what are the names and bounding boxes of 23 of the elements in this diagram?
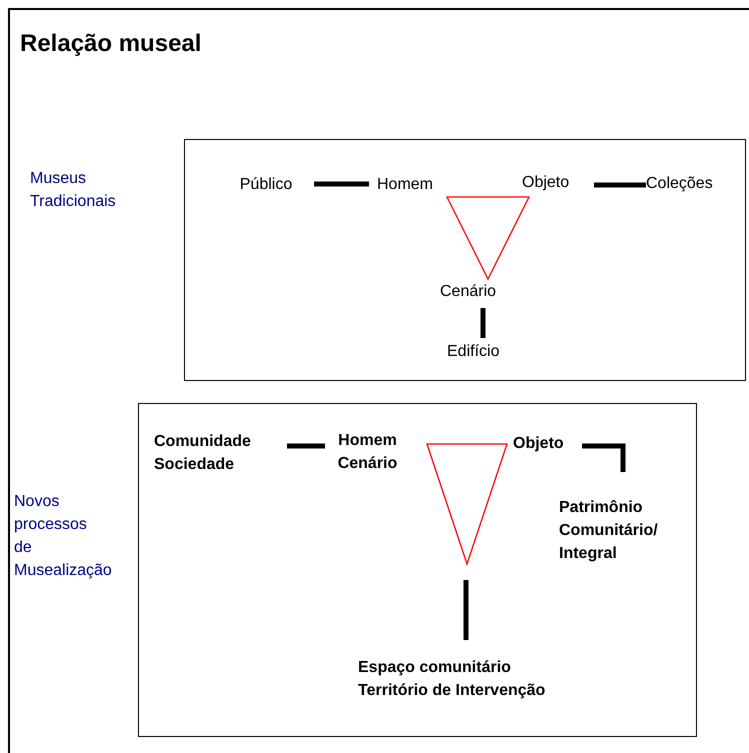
connector-line <box>287 444 325 448</box>
section-label: Novos processos de Musealização <box>14 492 112 581</box>
concept-label: Espaço comunitário Território de Intervenção <box>358 658 546 701</box>
panel-box <box>138 403 697 737</box>
concept-label: Coleções <box>646 174 714 194</box>
connector-line <box>464 580 468 640</box>
connector-line <box>594 182 646 188</box>
concept-label: Homem Cenário <box>336 431 398 474</box>
concept-label: Comunidade Sociedade <box>154 432 252 475</box>
connector-line <box>480 308 486 338</box>
concept-label: Cenário <box>440 282 498 302</box>
title: Relação museal <box>20 30 202 58</box>
triangle-shape <box>447 197 529 279</box>
section-label: Museus Tradicionais <box>30 169 116 212</box>
concept-label: Patrimônio Comunitário/ Integral <box>559 498 659 564</box>
connector-line <box>314 182 369 186</box>
concept-label: Edifício <box>447 342 500 362</box>
connector-line <box>582 444 626 472</box>
concept-label: Objeto <box>513 434 565 454</box>
panel-box <box>184 139 746 381</box>
concept-label: Público <box>238 175 294 195</box>
concept-label: Homem <box>376 175 434 195</box>
concept-label: Objeto <box>522 173 570 193</box>
